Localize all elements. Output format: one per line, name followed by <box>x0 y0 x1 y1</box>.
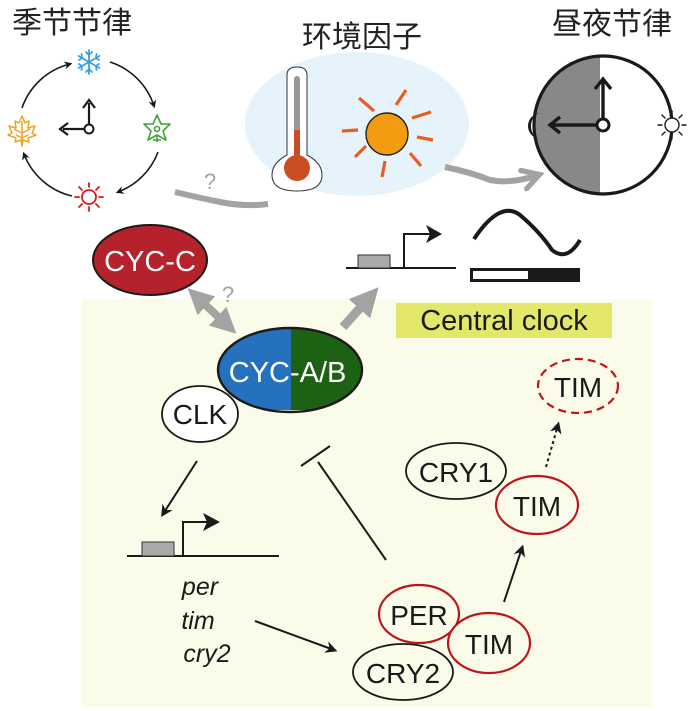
cyc-c-label: CYC-C <box>104 246 196 278</box>
flower-icon <box>143 114 171 142</box>
per-protein: PER <box>377 583 461 645</box>
circadian-rhythm-title: 昼夜节律 <box>552 7 672 42</box>
gene-cry2: cry2 <box>183 640 230 668</box>
day-sun-icon <box>657 110 687 140</box>
thermometer-icon <box>271 66 323 192</box>
cyc-ab-output-arrow <box>339 287 379 331</box>
environment-circadian-arrow <box>444 164 535 181</box>
clk-label: CLK <box>173 399 228 430</box>
per-label: PER <box>390 600 448 631</box>
cyc-ab-label-left: CYC <box>229 357 290 389</box>
cry2-label: CRY2 <box>366 658 440 689</box>
seasonal-rhythm-title: 季节节律 <box>12 6 132 41</box>
circadian-clock <box>528 54 687 196</box>
cry1-protein: CRY1 <box>405 442 507 500</box>
circadian-clock-hands-icon <box>547 76 613 135</box>
season-arc-autumn-winter <box>21 61 73 109</box>
inhibition-line <box>300 445 387 561</box>
season-arc-summer-autumn <box>22 151 73 197</box>
clk-gene-arrow <box>161 460 198 518</box>
central-clock-label: Central clock <box>420 305 588 337</box>
tim-cry1-protein: TIM <box>494 474 580 536</box>
seasonal-cycle <box>7 49 171 212</box>
output-gene-icon <box>346 225 456 269</box>
tim-degraded-label: TIM <box>554 372 602 403</box>
season-arc-winter-spring <box>109 61 157 109</box>
season-environment-link <box>174 189 269 209</box>
degradation-dotted-arrow <box>545 421 562 468</box>
sun-icon <box>341 89 434 178</box>
tim-complex-label: TIM <box>465 629 513 660</box>
cyc-ab-label-right: -A/B <box>290 357 346 389</box>
maple-leaf-icon <box>7 115 37 147</box>
snowflake-icon <box>77 49 101 75</box>
tim-complex-protein: TIM <box>446 611 532 675</box>
cry1-label: CRY1 <box>419 457 493 488</box>
cyc-c-protein: CYC-C <box>92 224 208 296</box>
tim-degraded-protein: TIM <box>536 357 620 415</box>
central-clock-label-bg <box>396 303 612 338</box>
moon-icon <box>528 113 541 139</box>
cyc-c-cyc-ab-double-arrow <box>187 288 237 334</box>
season-link-question-mark: ? <box>204 169 216 194</box>
clk-protein: CLK <box>161 385 239 443</box>
tim-cry1-label: TIM <box>513 491 561 522</box>
season-arc-spring-summer <box>115 151 159 194</box>
cyc-ab-protein: CYC -A/B <box>216 326 364 414</box>
complex-tim-arrow <box>503 544 526 603</box>
cyc-link-question-mark: ? <box>222 282 234 307</box>
target-gene-icon <box>127 513 279 557</box>
environment-factor-title: 环境因子 <box>302 20 422 55</box>
gene-tim: tim <box>181 607 214 635</box>
seasonal-clock-hands-icon <box>58 98 96 136</box>
summer-sun-icon <box>74 182 104 212</box>
gene-complex-arrow <box>254 620 338 653</box>
gene-per: per <box>181 573 220 601</box>
rhythm-wave-icon <box>470 209 582 282</box>
cry2-protein: CRY2 <box>352 643 454 701</box>
